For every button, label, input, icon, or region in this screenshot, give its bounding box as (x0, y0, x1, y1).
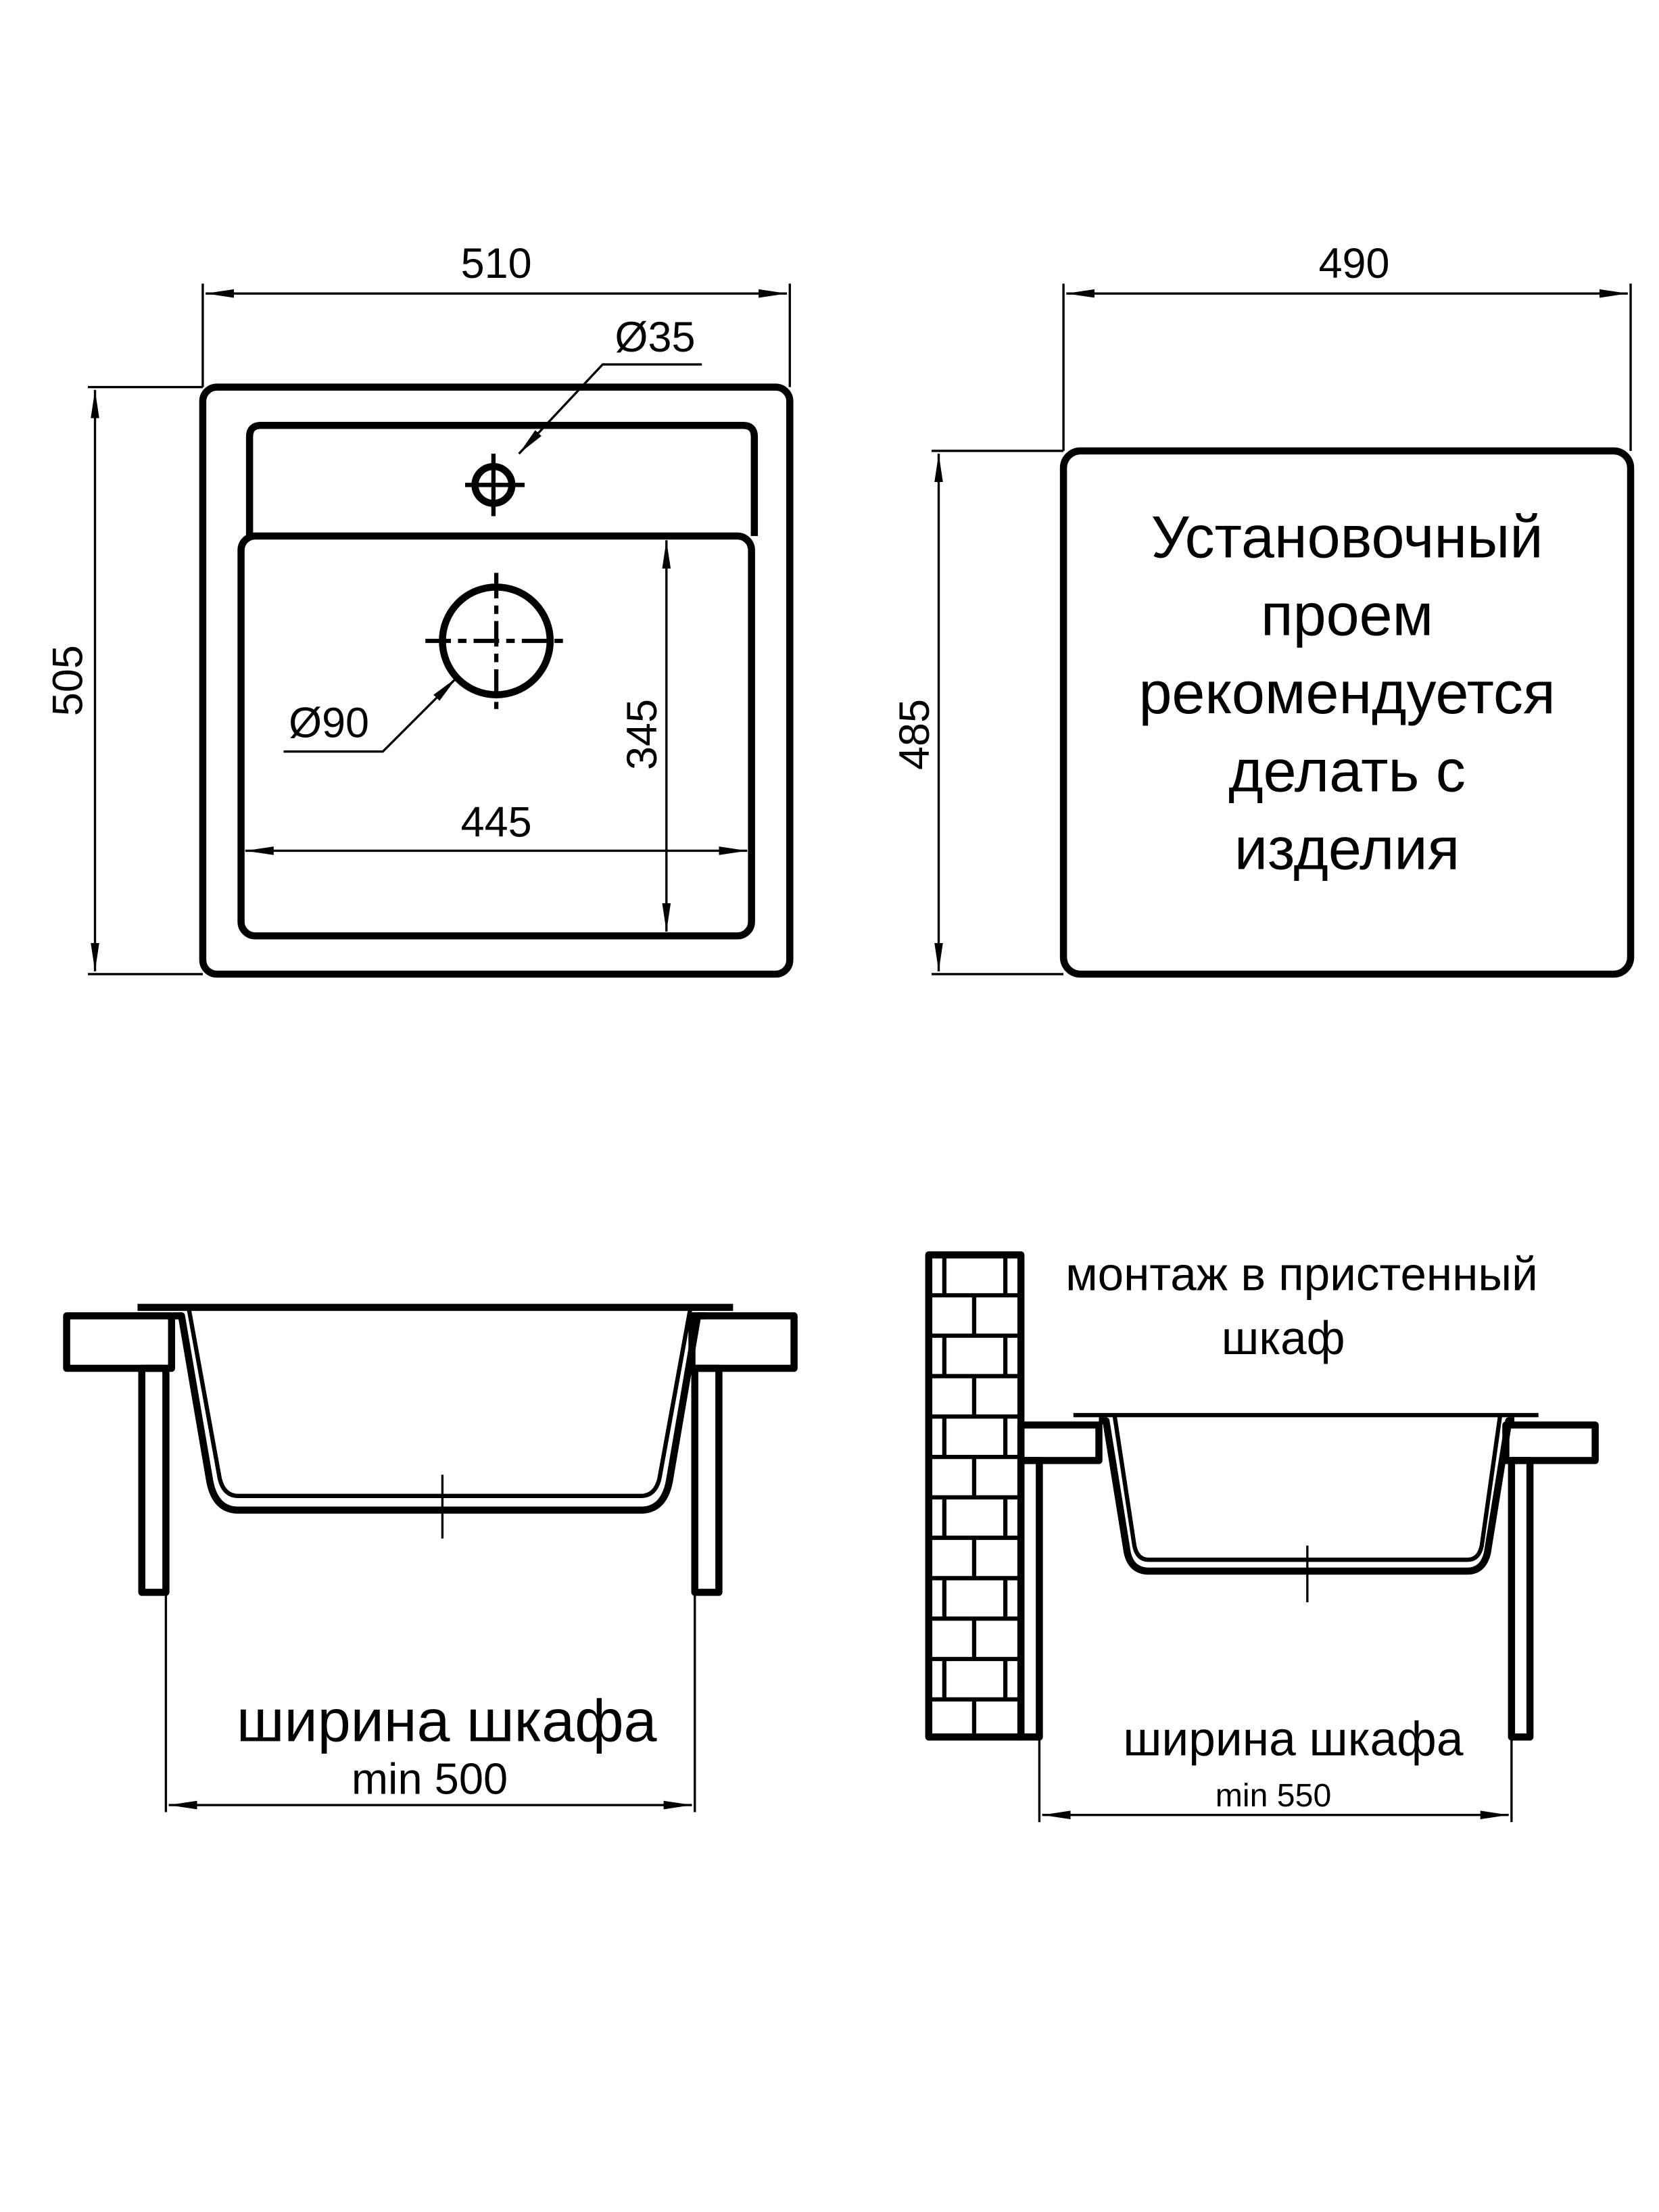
brick-wall-icon (925, 1251, 1025, 1741)
section-wall-cabinet: монтаж в пристенный шкаф ширина шкафа mi… (925, 1248, 1599, 1823)
sink-body-inner (186, 1307, 693, 1498)
cabinet-min-width: min 500 (352, 1754, 508, 1803)
deck-area (245, 421, 759, 536)
cabinet-wall-right (1508, 1457, 1534, 1741)
cabinet-min-width: min 550 (1216, 1777, 1332, 1814)
countertop-left (63, 1312, 176, 1372)
dim-overall-depth: 505 (45, 645, 92, 716)
top-view: 510 505 Ø35 Ø90 345 445 (45, 240, 794, 978)
cutout-note-line: Установочный (1151, 503, 1543, 570)
dim-tap-hole: Ø35 (615, 314, 696, 361)
dim-overall-width: 510 (461, 240, 532, 287)
sink-outline (199, 383, 794, 978)
bowl-outline (237, 532, 755, 940)
section-standard-cabinet: ширина шкафа min 500 (63, 1303, 798, 1812)
cutout-outline (1059, 447, 1635, 978)
cabinet-wall-left (138, 1364, 170, 1596)
cabinet-wall-right (691, 1364, 723, 1596)
dim-bowl-width: 445 (461, 798, 532, 846)
wall-mount-title: монтаж в пристенный (1065, 1248, 1538, 1301)
wall-mount-title: шкаф (1222, 1312, 1345, 1364)
cabinet-width-label: ширина шкафа (1123, 1712, 1464, 1766)
dim-bowl-depth: 345 (619, 699, 666, 770)
dim-cutout-width: 490 (1319, 240, 1390, 287)
cabinet-wall-left (1017, 1457, 1043, 1741)
countertop-right (1502, 1421, 1599, 1464)
countertop-left (1017, 1421, 1103, 1464)
cabinet-width-label: ширина шкафа (237, 1687, 657, 1754)
cutout-note-line: делать с (1228, 737, 1466, 804)
cutout-note-line: изделия (1234, 815, 1460, 882)
dim-cutout-depth: 485 (891, 699, 938, 770)
countertop-right (688, 1312, 798, 1372)
tap-hole-icon (464, 454, 525, 516)
sink-body-inner (1112, 1414, 1503, 1562)
drain-hole-icon (425, 573, 567, 709)
dim-drain-hole: Ø90 (289, 700, 369, 747)
cutout-note-line: проем (1261, 581, 1433, 648)
cutout-note-line: рекомендуется (1138, 659, 1555, 726)
cutout-view: 490 485 Установочный проем рекомендуется… (891, 240, 1635, 978)
sink-body-outer (172, 1312, 706, 1514)
